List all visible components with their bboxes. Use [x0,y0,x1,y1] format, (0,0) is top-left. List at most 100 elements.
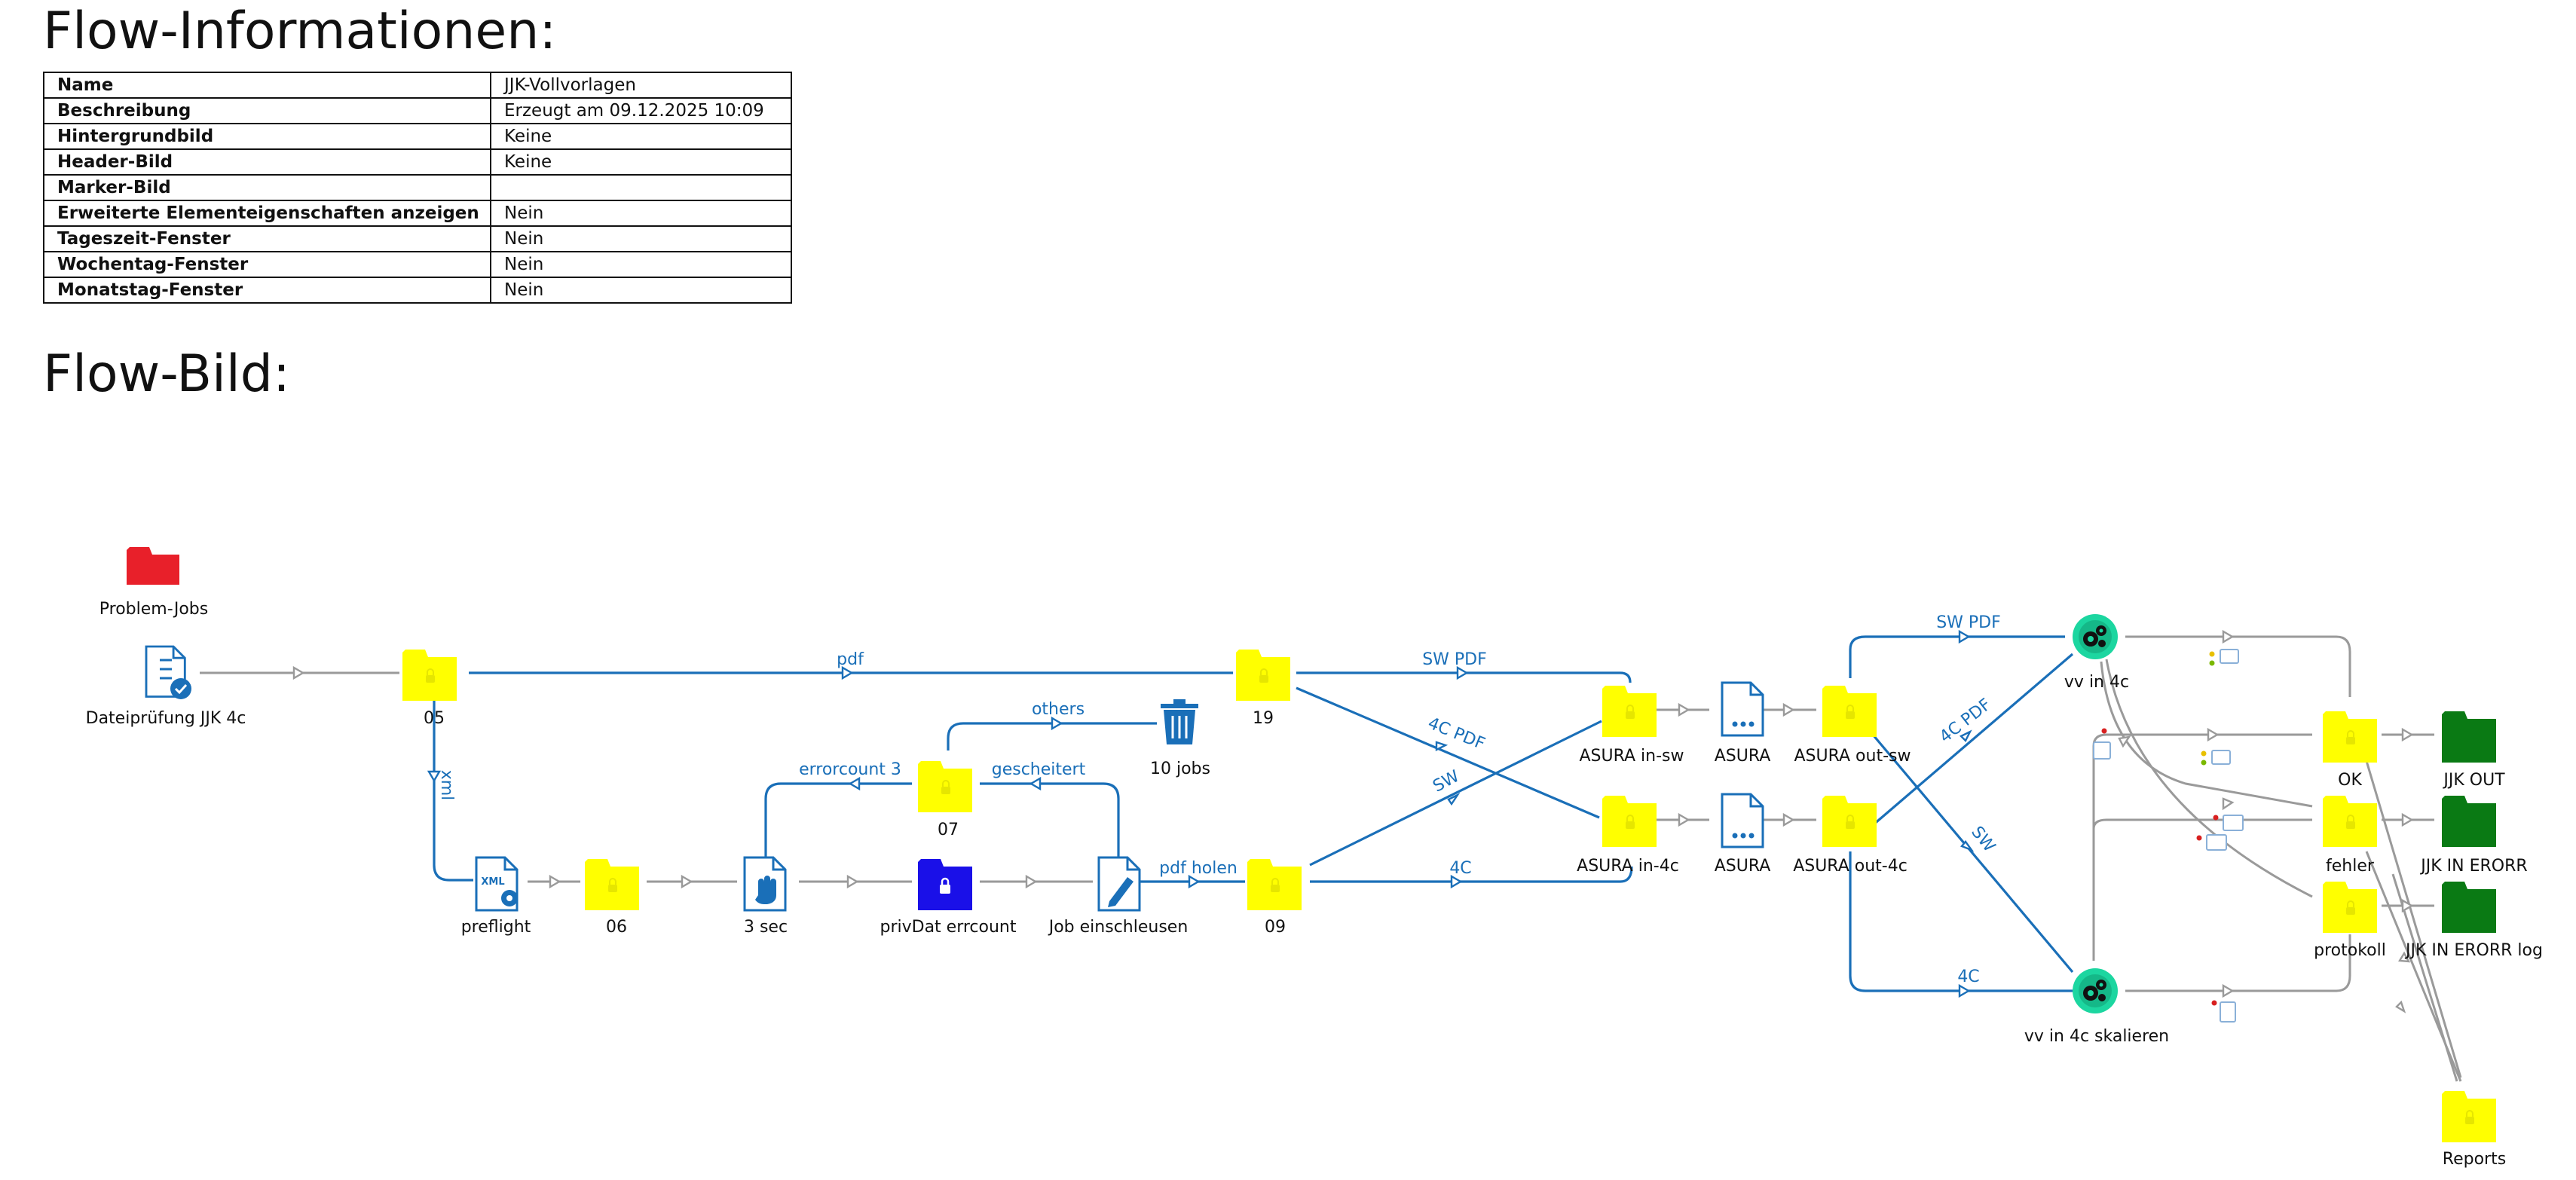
node-label: OK [2338,771,2362,790]
node-asura-out-sw[interactable]: ASURA out-sw [1794,685,1911,766]
edge-07-to-10jobs [947,722,1157,750]
info-value: Keine [490,123,792,150]
pen-document-icon [1097,856,1141,912]
node-asura-out-4c[interactable]: ASURA out-4c [1793,795,1908,876]
info-value: Erzeugt am 09.12.2025 10:09 [490,97,792,124]
node-job-einschleusen[interactable]: Job einschleusen [1048,856,1189,937]
node-asura-in-4c[interactable]: ASURA in-4c [1577,795,1679,876]
edge-09-to-asura-in-4c [1310,866,1633,883]
info-value: Nein [490,251,792,278]
node-preflight[interactable]: XML preflight [461,856,531,937]
node-label: JJK OUT [2442,771,2505,790]
node-19[interactable]: 19 [1235,649,1291,728]
node-label: ASURA [1715,857,1771,876]
node-05[interactable]: 05 [402,649,457,728]
edge-label-pdf-holen: pdf holen [1159,859,1238,878]
folder-icon [584,858,640,911]
document-check-icon [145,645,191,699]
node-asura-in-sw[interactable]: ASURA in-sw [1579,685,1684,766]
node-label: Reports [2443,1150,2506,1169]
node-label: ASURA [1715,747,1771,766]
info-key: Name [43,72,491,99]
node-label: 19 [1253,709,1274,728]
node-privdat-errcount[interactable]: privDat errcount [880,859,1017,937]
edge-out-4c-to-skal [1849,851,2073,992]
node-ok[interactable]: OK [2322,711,2378,790]
edge-19-to-asura-in-sw [1296,671,1632,683]
gears-icon [2073,614,2118,659]
node-problem-jobs[interactable]: Problem-Jobs [99,547,208,619]
edge-skal-to-ok [2092,733,2312,961]
folder-icon [1822,685,1877,738]
node-asura-4c[interactable]: ASURA [1715,793,1771,876]
node-jjk-out[interactable]: JJK OUT [2442,711,2505,790]
node-label: 10 jobs [1150,760,1210,778]
node-label: 3 sec [744,918,788,937]
green-folder-icon [2442,796,2496,847]
node-label: Dateiprüfung JJK 4c [86,709,246,728]
info-key: Beschreibung [43,97,491,124]
info-row: Marker-Bild [43,174,792,201]
node-jjk-in-erorr-log[interactable]: JJK IN ERORR log [2404,882,2543,960]
info-value: Nein [490,225,792,252]
edge-3sec-to-07 [764,782,912,857]
node-asura-sw[interactable]: ASURA [1715,681,1771,766]
node-vv-in-4c-skalieren[interactable]: vv in 4c skalieren [2024,968,2169,1046]
node-06[interactable]: 06 [584,858,640,937]
node-label: JJK IN ERORR [2419,857,2527,876]
folder-icon [2322,711,2378,763]
node-label: preflight [461,918,531,937]
node-label: protokoll [2314,941,2386,960]
node-protokoll[interactable]: protokoll [2314,881,2386,960]
node-label: Job einschleusen [1048,918,1189,937]
node-vv-in-4c[interactable]: vv in 4c [2064,614,2129,692]
node-label: vv in 4c [2064,673,2129,692]
node-jjk-in-erorr[interactable]: JJK IN ERORR [2419,796,2528,876]
node-10-jobs[interactable]: 10 jobs [1150,699,1210,778]
node-dateipruefung[interactable]: Dateiprüfung JJK 4c [86,645,246,728]
edge-label-xml: xml [437,770,456,801]
node-label: 07 [938,821,959,839]
node-fehler[interactable]: fehler [2322,795,2378,876]
green-folder-icon [2442,711,2496,763]
edge-label-4c: 4C [1449,859,1471,878]
trash-icon [1161,699,1198,744]
node-label: 06 [606,918,627,937]
node-label: ASURA in-sw [1579,747,1684,766]
edge-out-4c-to-vv-in-4c [1871,653,2074,827]
green-folder-icon [2442,882,2496,933]
edge-out-sw-to-vv-in-4c [1849,635,2065,678]
node-label: ASURA in-4c [1577,857,1679,876]
edge-label-gescheitert: gescheitert [992,760,1086,779]
node-label: JJK IN ERORR log [2404,941,2543,960]
info-value: Keine [490,148,792,176]
node-reports[interactable]: Reports [2441,1090,2506,1169]
folder-icon [2441,1090,2497,1143]
node-3-sec[interactable]: 3 sec [743,856,788,937]
node-label: vv in 4c skalieren [2024,1027,2169,1046]
info-value: JJK-Vollvorlagen [490,72,792,99]
gears-icon [2073,968,2118,1013]
info-value [490,174,792,201]
red-folder-icon [127,547,179,585]
flow-image-heading: Flow-Bild: [43,344,290,404]
edge-05-to-preflight [433,701,473,882]
info-value: Nein [490,200,792,227]
info-key: Monatstag-Fenster [43,277,491,304]
info-key: Hintergrundbild [43,123,491,150]
node-09[interactable]: 09 [1247,858,1302,937]
node-label: ASURA out-sw [1794,747,1911,766]
node-07[interactable]: 07 [917,760,973,839]
folder-icon [1602,795,1657,848]
info-key: Wochentag-Fenster [43,251,491,278]
hand-document-icon [743,856,787,912]
edge-label-pdf: pdf [837,650,864,669]
node-label: 09 [1265,918,1286,937]
